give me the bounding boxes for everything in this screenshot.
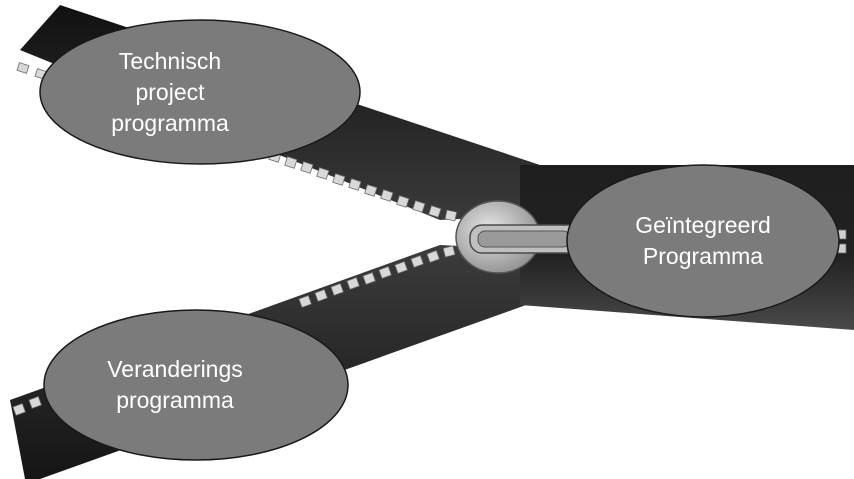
node-veranderings-label: Veranderings programma xyxy=(107,356,243,413)
zipper-slider xyxy=(455,200,591,274)
upper-zipper-teeth xyxy=(16,62,458,222)
node-technisch-ellipse xyxy=(39,19,361,165)
node-geintegreerd-label: Geïntegreerd Programma xyxy=(635,212,771,269)
node-veranderings-ellipse xyxy=(43,309,349,461)
lower-zipper-teeth xyxy=(12,245,456,416)
node-technisch-label: Technisch project programma xyxy=(111,47,229,136)
node-geintegreerd-ellipse xyxy=(566,164,840,318)
